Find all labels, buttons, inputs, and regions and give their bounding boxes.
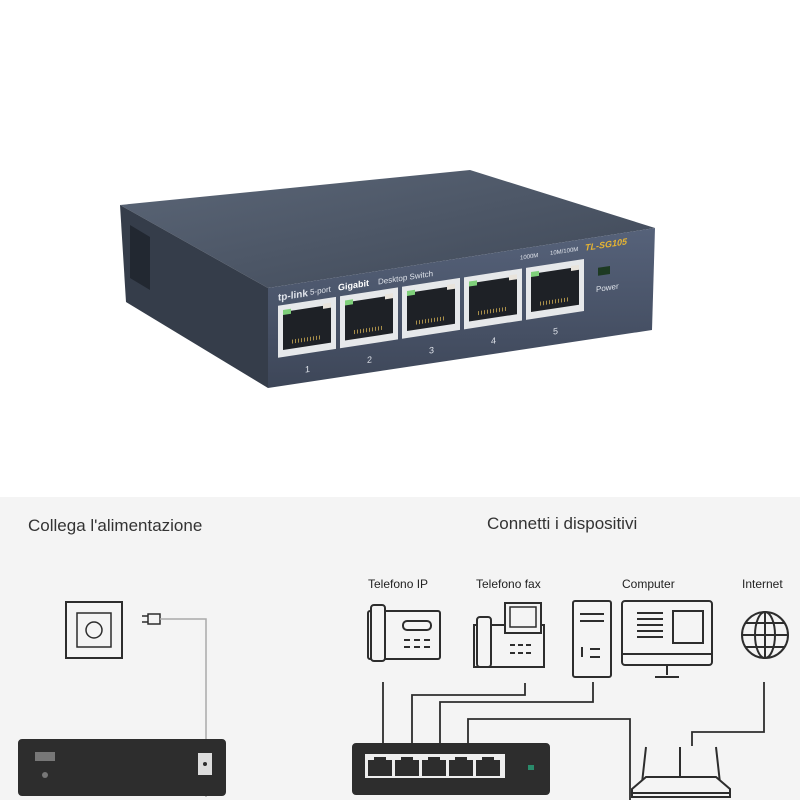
speed-label-1000: 1000M	[520, 253, 538, 262]
speed-label-10-100: 10M/100M	[550, 247, 578, 257]
computer-icon	[572, 600, 713, 678]
router-icon	[631, 746, 731, 798]
label-ip-phone: Telefono IP	[368, 577, 429, 591]
fax-phone-icon	[473, 602, 545, 668]
connect-step-title: Connetti i dispositivi	[487, 514, 638, 533]
ip-phone-icon	[367, 604, 441, 662]
power-outlet-icon	[65, 601, 123, 659]
power-step-title: Collega l'alimentazione	[28, 516, 203, 535]
description-ports: 5-port	[310, 285, 332, 297]
switch-side-face	[120, 205, 268, 388]
port-number: 2	[367, 354, 372, 365]
label-computer: Computer	[622, 577, 675, 591]
port-number: 5	[553, 326, 558, 337]
product-photo-area: tp-link 5-port Gigabit Desktop Switch 10…	[120, 170, 655, 388]
label-internet: Internet	[742, 577, 783, 591]
port-number: 3	[429, 345, 434, 356]
switch-top-face	[120, 170, 655, 288]
mini-port-icon	[368, 757, 392, 776]
cables	[382, 682, 765, 800]
power-led	[598, 265, 610, 276]
ethernet-port[interactable]: 5	[526, 258, 584, 341]
mini-port-icon	[395, 757, 419, 776]
setup-diagram: Collega l'alimentazione Connetti i dispo…	[0, 497, 800, 800]
ethernet-port[interactable]: 2	[340, 287, 398, 369]
port-number: 4	[491, 335, 496, 346]
power-label: Power	[596, 282, 619, 294]
ethernet-port[interactable]: 3	[402, 277, 460, 360]
mini-port-icon	[476, 757, 500, 776]
power-plug-icon	[142, 613, 207, 797]
mini-port-icon	[422, 757, 446, 776]
label-fax: Telefono fax	[476, 577, 541, 591]
port-number: 1	[305, 364, 310, 375]
mini-port-icon	[449, 757, 473, 776]
switch-photo: tp-link 5-port Gigabit Desktop Switch 10…	[120, 170, 655, 388]
description-gigabit: Gigabit	[338, 278, 369, 293]
switch-front-icon	[352, 743, 550, 795]
ethernet-port[interactable]: 1	[278, 296, 336, 379]
front-panel: tp-link 5-port Gigabit Desktop Switch 10…	[278, 236, 628, 379]
brand-logo: tp-link	[278, 288, 308, 304]
switch-back-icon	[18, 739, 226, 796]
ethernet-port[interactable]: 4	[464, 268, 522, 350]
internet-globe-icon	[741, 611, 789, 659]
vent-holes	[130, 225, 150, 290]
